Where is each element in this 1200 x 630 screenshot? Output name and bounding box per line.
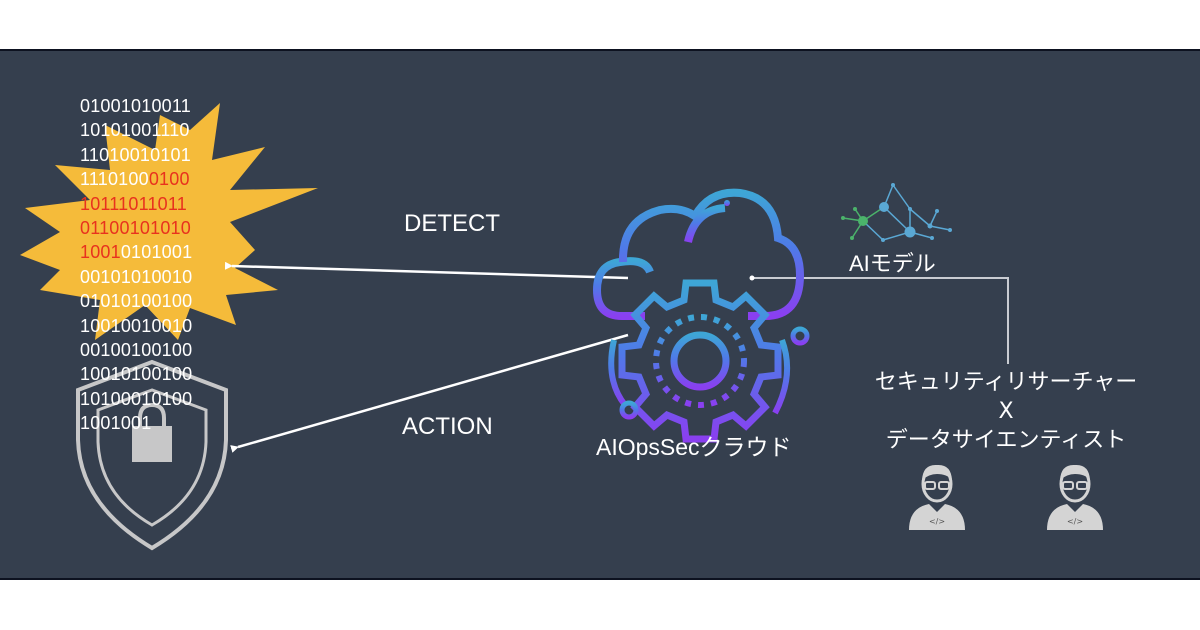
data-scientist-avatar-icon: </> — [1047, 464, 1103, 530]
binary-text: 10101001110 — [80, 120, 190, 141]
binary-line: 10010010010 — [80, 314, 192, 338]
binary-text: 10010010010 — [80, 315, 193, 336]
binary-text: 1110100 — [80, 169, 149, 190]
action-arrow — [230, 333, 629, 453]
team-label: セキュリティリサーチャー X データサイエンティスト — [840, 368, 1172, 455]
binary-line: 10111011011 — [80, 192, 192, 216]
researcher-avatar-icon: </> — [909, 464, 965, 530]
team-connector-line — [752, 277, 1009, 364]
ai-model-label: AIモデル — [849, 251, 936, 276]
binary-line: 11010010101 — [80, 143, 192, 167]
binary-line: 10101001110 — [80, 118, 192, 142]
binary-line: 10010101001 — [80, 240, 192, 264]
binary-line: 01100101010 — [80, 216, 192, 240]
binary-line: 1001001 — [80, 411, 192, 435]
binary-text: 01001010011 — [80, 96, 191, 116]
detect-arrow — [224, 261, 629, 280]
cross-label: X — [998, 399, 1014, 424]
binary-text: 10100010100 — [80, 388, 193, 409]
binary-text: 01010100100 — [80, 291, 193, 312]
binary-text: 1001001 — [80, 413, 152, 434]
shield-lock-icon — [76, 359, 228, 551]
svg-text:</>: </> — [1067, 517, 1083, 526]
cloud-gear-icon — [592, 188, 810, 443]
aiopssec-cloud-label: AIOpsSecクラウド — [596, 434, 792, 460]
binary-text: 10010100100 — [80, 364, 193, 385]
data-scientist-label: データサイエンティスト — [885, 428, 1127, 453]
binary-highlight: 1001 — [80, 242, 121, 263]
binary-text: 0101001 — [120, 242, 193, 263]
security-researcher-label: セキュリティリサーチャー — [874, 370, 1138, 395]
binary-line: 01001010011 — [80, 94, 192, 118]
binary-line: 10010100100 — [80, 362, 192, 386]
binary-line: 01010100100 — [80, 289, 192, 313]
action-label: ACTION — [402, 413, 493, 440]
binary-highlight: 10111011011 — [80, 193, 187, 214]
connector-dot — [749, 275, 755, 281]
binary-line: 11101000100 — [80, 167, 192, 191]
binary-line: 00100100100 — [80, 338, 192, 362]
binary-line: 10100010100 — [80, 387, 192, 411]
binary-line: 00101010010 — [80, 265, 192, 289]
binary-text: 00101010010 — [80, 266, 193, 287]
binary-text: 00100100100 — [80, 340, 193, 361]
binary-text: 11010010101 — [80, 144, 191, 165]
detect-label: DETECT — [404, 210, 500, 237]
binary-highlight: 01100101010 — [80, 218, 191, 239]
alert-burst-icon — [20, 103, 318, 340]
binary-highlight: 0100 — [148, 169, 190, 190]
ai-model-network-icon — [841, 183, 952, 242]
svg-text:</>: </> — [929, 517, 945, 526]
